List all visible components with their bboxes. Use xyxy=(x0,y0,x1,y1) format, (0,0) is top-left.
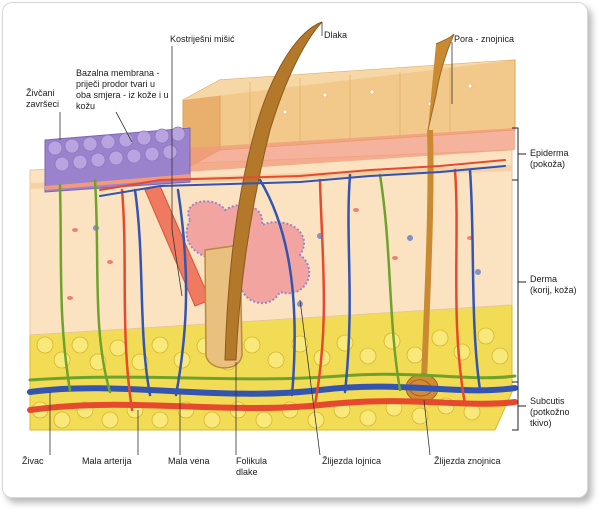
label-folikula-dlake: Folikula dlake xyxy=(236,456,268,477)
label-mala-arterija: Mala arterija xyxy=(82,456,132,466)
label-bazalna-membrana: Bazalna membrana - priječi prodor tvari … xyxy=(76,68,169,111)
label-zlijezda-lojnica: Žlijezda lojnica xyxy=(322,456,382,466)
label-zivac: Živac xyxy=(22,456,44,466)
label-subcutis: Subcutis (potkožno tkivo) xyxy=(530,396,570,428)
label-epiderma: Epiderma (pokoža) xyxy=(530,148,569,169)
layer-brackets xyxy=(512,127,526,431)
label-pora: Pora - znojnica xyxy=(454,34,515,44)
basal-membrane-cells xyxy=(44,126,191,193)
vessels xyxy=(27,159,518,413)
leader-lines xyxy=(49,22,453,456)
label-mala-vena: Mala vena xyxy=(168,456,210,466)
label-derma: Derma (korij, koža) xyxy=(530,274,577,295)
label-zivcani-zavrseci: Živčani završeci xyxy=(26,88,60,109)
label-zlijezda-znojnica: Žlijezda znojnica xyxy=(434,456,501,466)
label-dlaka: Dlaka xyxy=(324,30,348,40)
label-kostrijesni-misic: Kostriješni mišić xyxy=(170,34,235,44)
